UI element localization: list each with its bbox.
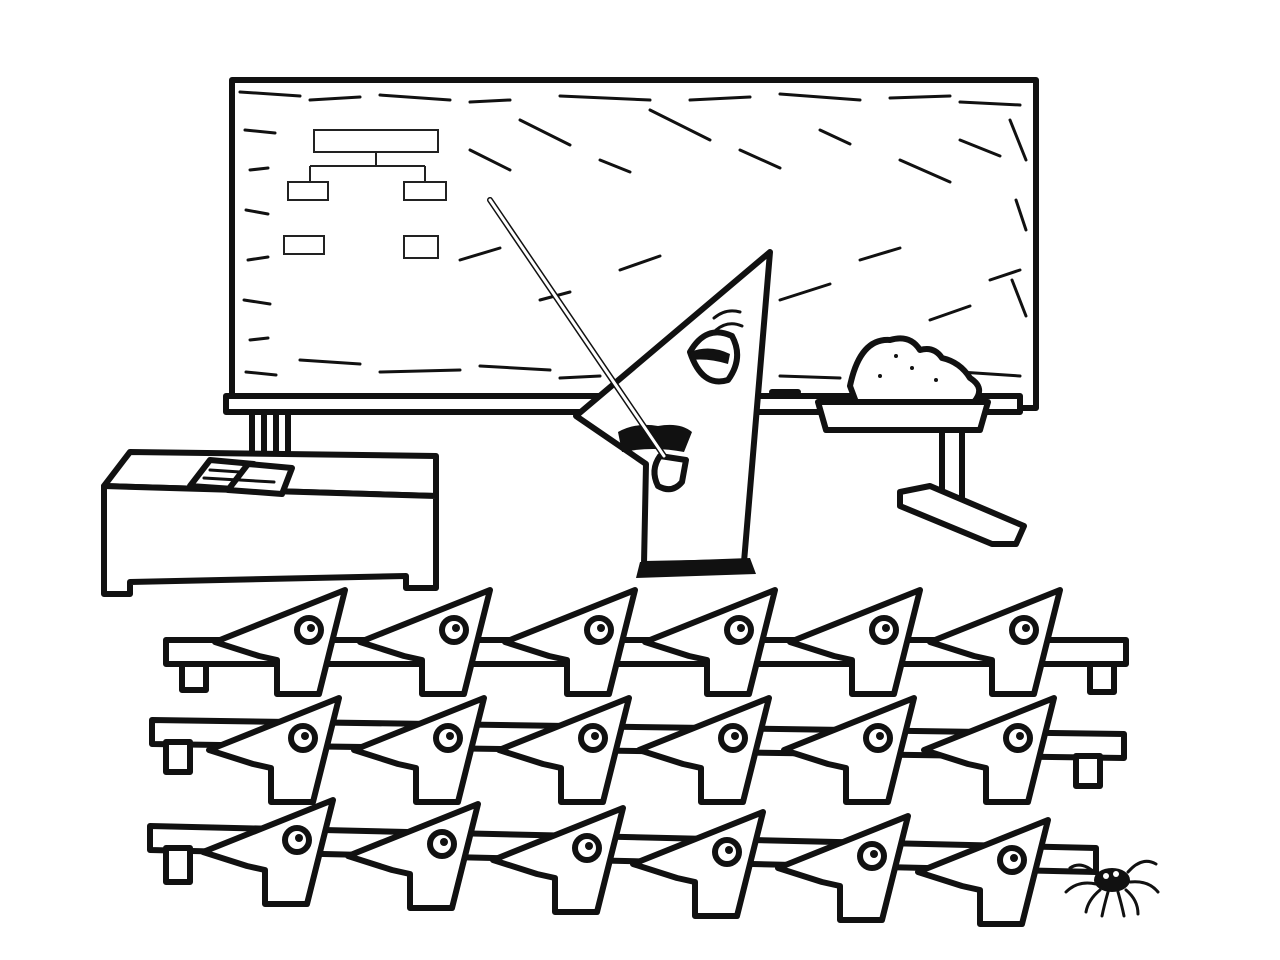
student-2-6 <box>921 695 1057 805</box>
open-book <box>187 457 295 497</box>
paper-pile <box>815 335 991 433</box>
students <box>200 587 1063 927</box>
student-1-6 <box>927 587 1063 697</box>
teacher-character <box>573 249 773 578</box>
student-2-1 <box>206 695 342 805</box>
student-2-3 <box>496 695 632 805</box>
student-2-5 <box>781 695 917 805</box>
student-3-4 <box>630 809 766 919</box>
student-1-3 <box>502 587 638 697</box>
chalkboard-texture <box>238 90 1028 382</box>
student-1-1 <box>212 587 348 697</box>
student-2-2 <box>351 695 487 805</box>
student-1-5 <box>787 587 923 697</box>
student-3-6 <box>915 817 1051 927</box>
board-stand-right <box>897 409 1027 547</box>
chalkboard <box>223 77 1039 415</box>
student-1-2 <box>357 587 493 697</box>
student-3-1 <box>200 797 336 907</box>
student-2-4 <box>636 695 772 805</box>
student-1-4 <box>642 587 778 697</box>
board-diagram <box>283 129 447 259</box>
student-3-5 <box>775 813 911 923</box>
student-3-2 <box>345 801 481 911</box>
teacher-desk <box>101 449 439 597</box>
spider <box>1064 859 1160 918</box>
student-3-3 <box>490 805 626 915</box>
